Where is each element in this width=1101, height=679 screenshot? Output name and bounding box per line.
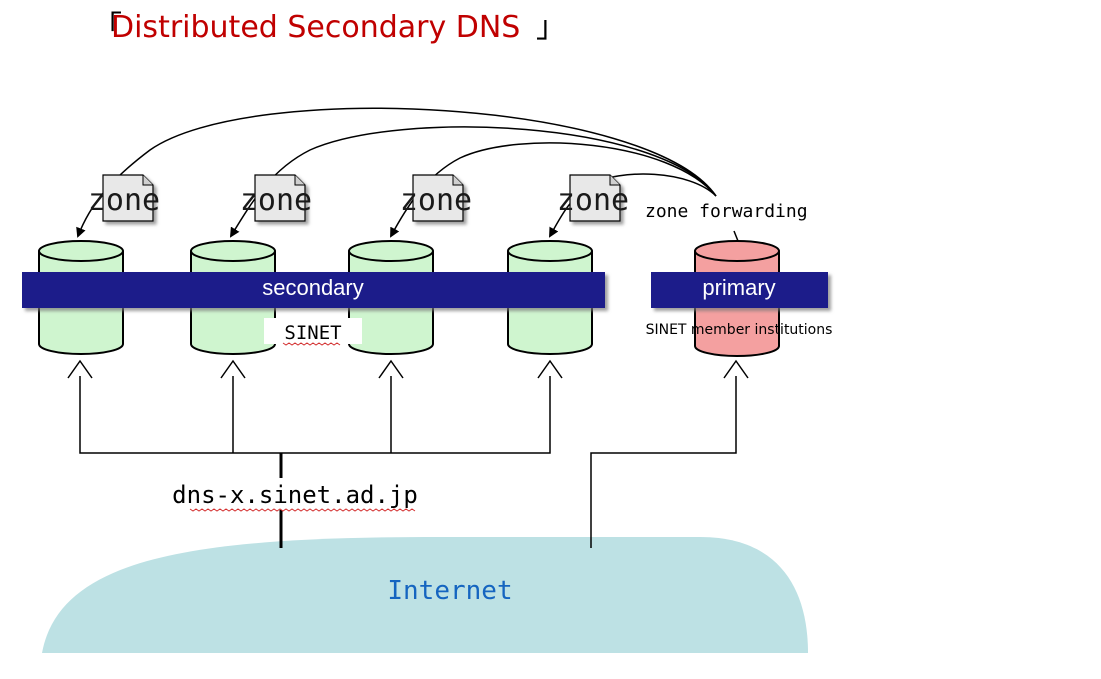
document-icon — [412, 174, 464, 222]
primary-band-label: primary — [702, 275, 775, 300]
primary-band — [651, 272, 828, 308]
zone-files: zone zone zone zone — [88, 174, 629, 222]
internet-label: Internet — [387, 576, 512, 606]
secondary-band-label: secondary — [262, 275, 364, 300]
zone-forwarding-label: zone forwarding — [645, 201, 808, 222]
zone-file: zone — [240, 174, 312, 222]
sinet-label-background — [264, 318, 362, 344]
zone-file: zone — [88, 174, 160, 222]
document-icon — [569, 174, 621, 222]
member-institutions-label: SINET member institutions — [646, 322, 833, 338]
hostname-label-background — [184, 478, 406, 510]
title-close-bracket: 」 — [536, 10, 566, 45]
page-title: 「 Distributed Secondary DNS 」 — [92, 10, 566, 45]
zone-file: zone — [400, 174, 472, 222]
zone-file-label: zone — [88, 183, 160, 218]
zone-file-label: zone — [400, 183, 472, 218]
zone-file-label: zone — [557, 183, 629, 218]
internet-cloud — [42, 537, 808, 653]
secondary-band — [22, 272, 605, 308]
sinet-label: SINET — [284, 322, 341, 344]
anycast-hostname: dns-x.sinet.ad.jp — [172, 481, 418, 509]
document-icon — [254, 174, 306, 222]
title-open-bracket: 「 — [92, 10, 122, 45]
zone-file-label: zone — [240, 183, 312, 218]
zone-file: zone — [557, 174, 629, 222]
document-icon — [102, 174, 154, 222]
title-text: Distributed Secondary DNS — [111, 10, 520, 45]
connection-lines — [67, 359, 749, 548]
